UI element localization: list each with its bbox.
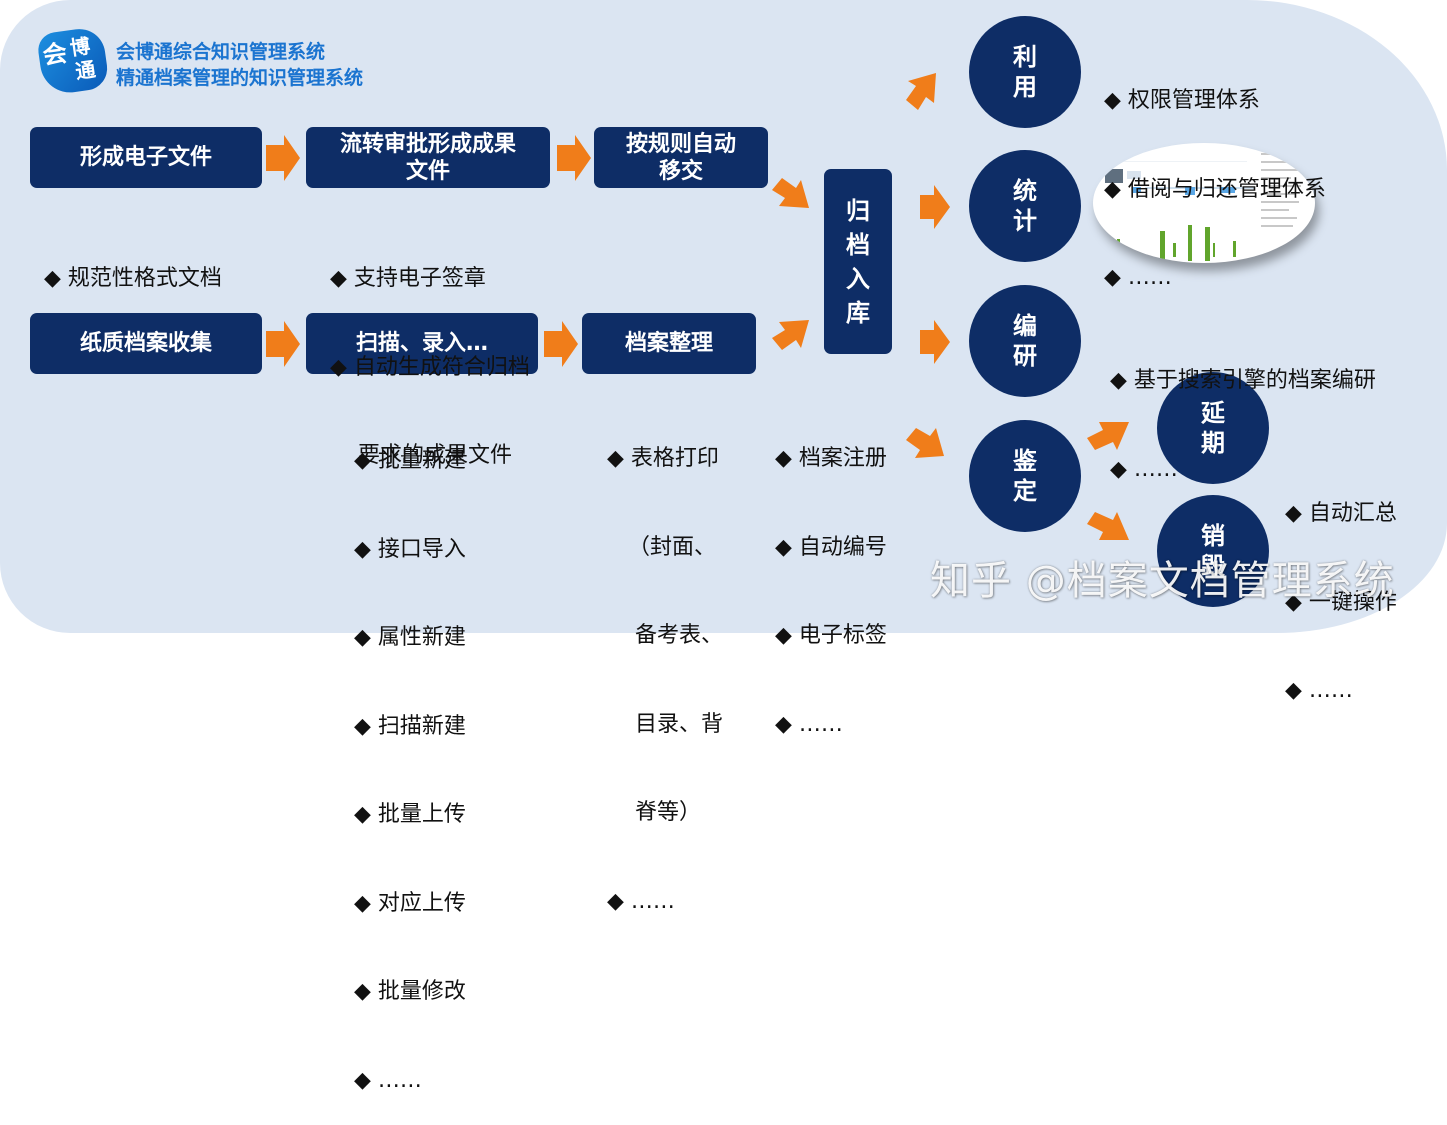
circle-label: 编 研 <box>1013 312 1037 370</box>
list-item: ◆ …… <box>775 711 843 737</box>
circle-label: 利 用 <box>1013 43 1037 101</box>
step-approval-flow: 流转审批形成成果 文件 <box>306 127 550 188</box>
step-label: 扫描、录入… <box>355 331 488 356</box>
list-item: 备考表、 <box>607 623 723 648</box>
notes-archive: ◆ 档案注册 ◆ 自动编号 ◆ 电子标签 ◆ …… <box>775 385 887 769</box>
list-item: ◆ 权限管理体系 <box>1104 88 1260 113</box>
list-item: ◆ 表格打印 <box>607 446 719 471</box>
list-item: ◆ 电子标签 <box>775 623 887 648</box>
list-item: ◆ …… <box>1285 678 1353 703</box>
arrow-diagonal-icon <box>906 73 936 110</box>
list-item: ◆ 档案注册 <box>775 446 887 471</box>
arrow-right-icon <box>266 135 300 181</box>
step-label: 形成电子文件 <box>79 145 212 170</box>
step-label: 档案整理 <box>624 331 713 356</box>
list-item: 目录、背 <box>607 711 723 737</box>
list-item: ◆ 接口导入 <box>354 536 466 562</box>
step-label: 归 档 入 库 <box>846 196 870 327</box>
list-item: ◆ 借阅与归还管理体系 <box>1104 176 1326 202</box>
list-item: ◆ 自动编号 <box>775 534 887 560</box>
circle-use: 利 用 <box>969 16 1081 128</box>
list-item: ◆ 扫描新建 <box>354 713 466 739</box>
circle-label: 销 毁 <box>1201 522 1225 580</box>
list-item: ◆ …… <box>1110 456 1178 482</box>
circle-appraise: 鉴 定 <box>969 420 1081 532</box>
arrow-diagonal-icon <box>772 320 809 350</box>
circle-compile: 编 研 <box>969 285 1081 397</box>
list-item: ◆ …… <box>607 888 675 914</box>
archive-storage-box: 归 档 入 库 <box>824 169 892 354</box>
notes-scan-entry: ◆ 批量新建 ◆ 接口导入 ◆ 属性新建 ◆ 扫描新建 ◆ 批量上传 ◆ 对应上… <box>354 387 466 1125</box>
statistics-chart-thumbnail <box>1093 143 1315 263</box>
notes-arrangement: ◆ 表格打印 （封面、 备考表、 目录、背 脊等） ◆ …… <box>607 385 723 946</box>
list-item: ◆ …… <box>354 1067 422 1093</box>
list-item: ◆ 对应上传 <box>354 890 466 916</box>
list-item: ◆ …… <box>1104 265 1172 290</box>
brand-subtitle: 精通档案管理的知识管理系统 <box>116 67 364 89</box>
step-paper-collection: 纸质档案收集 <box>30 313 262 374</box>
notes-compile: ◆ 基于搜索引擎的档案编研 ◆ …… <box>1110 307 1376 514</box>
list-item: ◆ 批量修改 <box>354 979 466 1004</box>
list-item: ◆ 批量上传 <box>354 802 466 827</box>
list-item: ◆ 自动生成符合归档 <box>330 354 530 380</box>
list-item: （封面、 <box>607 534 716 560</box>
circle-extend: 延 期 <box>1157 372 1269 484</box>
list-item: ◆ 属性新建 <box>354 625 466 650</box>
list-item: ◆ 规范性格式文档 <box>44 266 222 291</box>
arrow-right-icon <box>544 321 578 367</box>
brand-title: 会博通综合知识管理系统 <box>116 41 326 63</box>
flow-arrows <box>266 73 1129 540</box>
step-form-electronic-file: 形成电子文件 <box>30 127 262 188</box>
watermark: 知乎 @档案文档管理系统 <box>930 558 1395 604</box>
list-item: 要求的成果文件 <box>330 443 512 468</box>
circle-label: 统 计 <box>1013 177 1037 235</box>
step-label: 按规则自动 移交 <box>625 131 736 184</box>
list-item: ◆ 批量新建 <box>354 448 466 473</box>
circle-label: 延 期 <box>1201 399 1225 457</box>
circle-label: 鉴 定 <box>1013 447 1037 505</box>
arrow-right-icon <box>557 135 591 181</box>
step-archive-arrangement: 档案整理 <box>582 313 756 374</box>
list-item: ◆ 一键操作 <box>1285 589 1397 615</box>
list-item: ◆ 自动汇总 <box>1285 501 1397 526</box>
arrow-diagonal-icon <box>1087 512 1129 540</box>
arrow-right-icon <box>266 321 300 367</box>
step-scan-entry: 扫描、录入… <box>306 313 538 374</box>
arrow-diagonal-icon <box>772 178 809 208</box>
list-item: 脊等） <box>607 800 701 825</box>
arrow-diagonal-icon <box>906 428 944 458</box>
arrow-right-icon <box>920 185 950 229</box>
arrow-diagonal-icon <box>1087 422 1129 450</box>
circle-destroy: 销 毁 <box>1157 495 1269 607</box>
circle-statistics: 统 计 <box>969 150 1081 262</box>
list-item: ◆ 支持电子签章 <box>330 266 486 291</box>
notes-form-electronic: ◆ 规范性格式文档 <box>44 205 222 323</box>
step-label: 纸质档案收集 <box>79 331 212 356</box>
notes-approval: ◆ 支持电子签章 ◆ 自动生成符合归档 要求的成果文件 <box>330 205 530 500</box>
step-label: 流转审批形成成果 文件 <box>339 131 516 184</box>
step-auto-transfer: 按规则自动 移交 <box>594 127 768 188</box>
arrow-right-icon <box>920 320 950 364</box>
list-item: ◆ 基于搜索引擎的档案编研 <box>1110 368 1376 393</box>
notes-use: ◆ 权限管理体系 ◆ 借阅与归还管理体系 ◆ …… <box>1104 27 1326 322</box>
